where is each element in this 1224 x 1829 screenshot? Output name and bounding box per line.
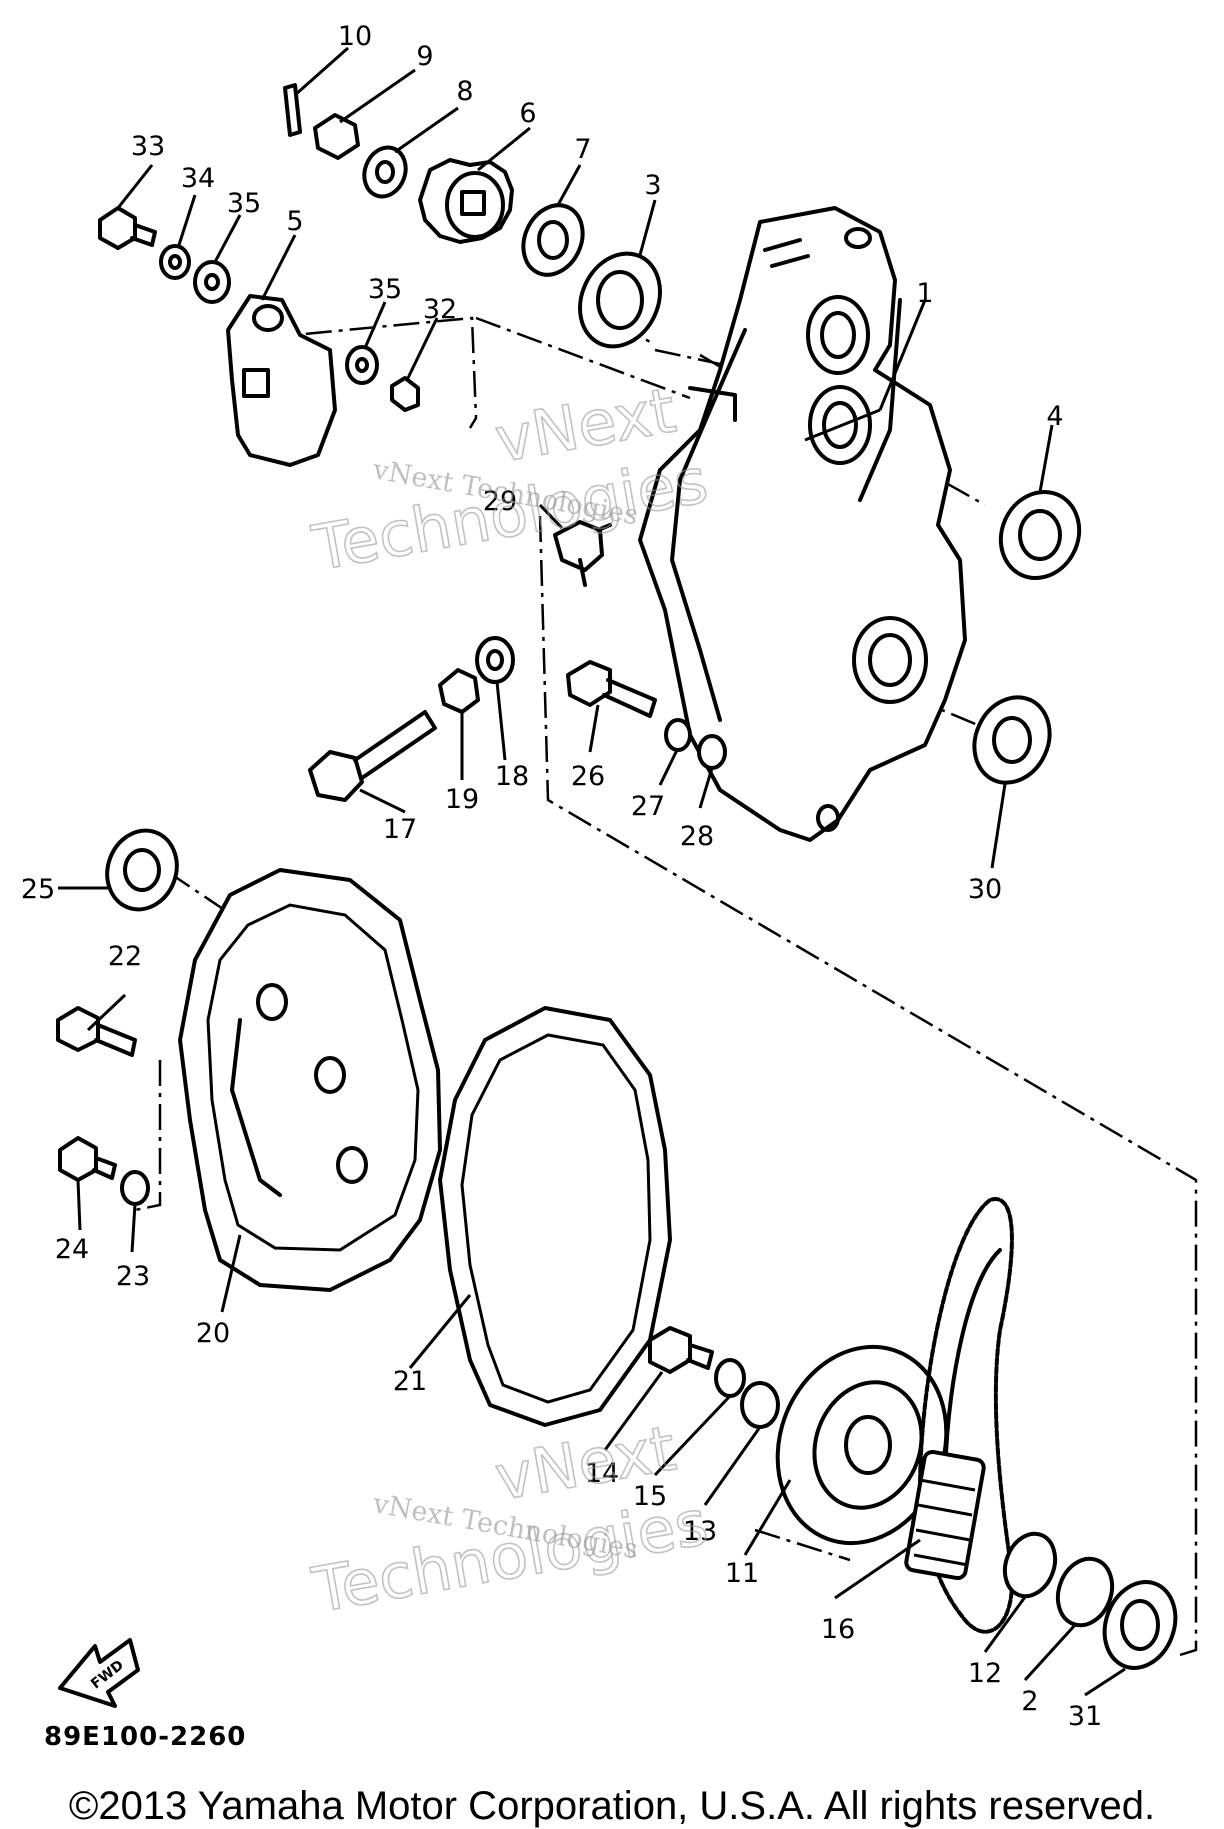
lower-right-parts [648, 1197, 1178, 1670]
washer-35 [193, 260, 231, 304]
tensioner-5 [226, 294, 337, 467]
nut-9 [313, 113, 360, 160]
part-label-15: 15 [633, 1481, 667, 1512]
seal-4 [998, 490, 1082, 580]
part-label-19: 19 [445, 784, 479, 815]
part-label-3: 3 [644, 170, 661, 201]
part-label-20: 20 [196, 1318, 230, 1349]
gasket-21 [438, 1006, 672, 1427]
washer-8 [362, 145, 408, 199]
part-label-32: 32 [423, 294, 457, 325]
bolt-10 [283, 83, 302, 137]
drawing-code: 89E100-2260 [44, 1722, 247, 1752]
seal-30 [972, 695, 1052, 785]
middle-parts [308, 490, 1082, 802]
nut-19 [438, 668, 480, 714]
part-label-29: 29 [483, 486, 517, 517]
part-label-17: 17 [383, 814, 417, 845]
washer-27 [664, 718, 692, 752]
covers-gaskets [56, 828, 672, 1427]
part-label-23: 23 [116, 1261, 150, 1292]
part-label-35-lower: 35 [368, 274, 402, 305]
washer-35-lower [345, 345, 379, 385]
copyright-notice: ©2013 Yamaha Motor Corporation, U.S.A. A… [68, 1784, 1156, 1828]
leader-lines [58, 46, 1126, 1697]
part-label-14: 14 [585, 1458, 619, 1489]
washer-34 [159, 244, 191, 280]
part-label-24: 24 [55, 1234, 89, 1265]
part-labels: 10 9 8 6 7 3 33 34 35 5 35 32 1 4 29 17 … [21, 21, 1102, 1732]
part-label-33: 33 [131, 131, 165, 162]
part-label-13: 13 [683, 1516, 717, 1547]
bolt-24 [58, 1136, 98, 1182]
bolt-32 [390, 376, 420, 412]
part-label-6: 6 [519, 98, 536, 129]
part-label-10: 10 [338, 21, 372, 52]
part-label-30: 30 [968, 874, 1002, 905]
part-label-16: 16 [821, 1614, 855, 1645]
part-label-35: 35 [227, 188, 261, 219]
bolt-26 [566, 660, 612, 707]
washer-15 [714, 1358, 746, 1398]
part-label-8: 8 [456, 76, 473, 107]
forward-arrow: FWD [58, 1638, 140, 1708]
bearing-3 [578, 251, 662, 349]
sprocket-6 [418, 158, 514, 244]
part-label-1: 1 [916, 278, 933, 309]
bolt-14 [648, 1326, 692, 1374]
seal-25 [105, 828, 179, 912]
part-label-25: 25 [21, 874, 55, 905]
washer-28 [697, 734, 727, 770]
collar-7 [521, 203, 585, 277]
part-label-9: 9 [416, 41, 433, 72]
part-label-11: 11 [725, 1558, 759, 1589]
circlip-2 [1055, 1556, 1115, 1628]
watermark-bottom: vNext vNext Technologies Technologies [306, 1411, 713, 1628]
part-label-7: 7 [574, 134, 591, 165]
part-label-31: 31 [1068, 1701, 1102, 1732]
part-label-27: 27 [631, 791, 665, 822]
washer-13 [740, 1381, 780, 1429]
washer-18 [475, 636, 515, 684]
part-label-34: 34 [181, 163, 215, 194]
case-housing [638, 206, 967, 842]
part-label-18: 18 [495, 761, 529, 792]
bolt-22 [56, 1006, 100, 1052]
bolt-17 [308, 750, 364, 802]
washer-23 [120, 1170, 150, 1206]
part-label-22: 22 [108, 941, 142, 972]
part-label-21: 21 [393, 1366, 427, 1397]
fitting-29 [553, 520, 604, 572]
chain-16 [918, 1197, 1014, 1634]
collar-12 [1002, 1531, 1058, 1599]
part-label-12: 12 [968, 1658, 1002, 1689]
part-label-2: 2 [1021, 1686, 1038, 1717]
part-label-5: 5 [286, 206, 303, 237]
bearing-31 [1102, 1580, 1178, 1670]
part-label-26: 26 [571, 761, 605, 792]
part-label-28: 28 [680, 821, 714, 852]
cover-20 [178, 868, 442, 1292]
part-label-4: 4 [1046, 401, 1063, 432]
bolt-33 [98, 206, 137, 250]
upper-left-parts [98, 83, 662, 467]
